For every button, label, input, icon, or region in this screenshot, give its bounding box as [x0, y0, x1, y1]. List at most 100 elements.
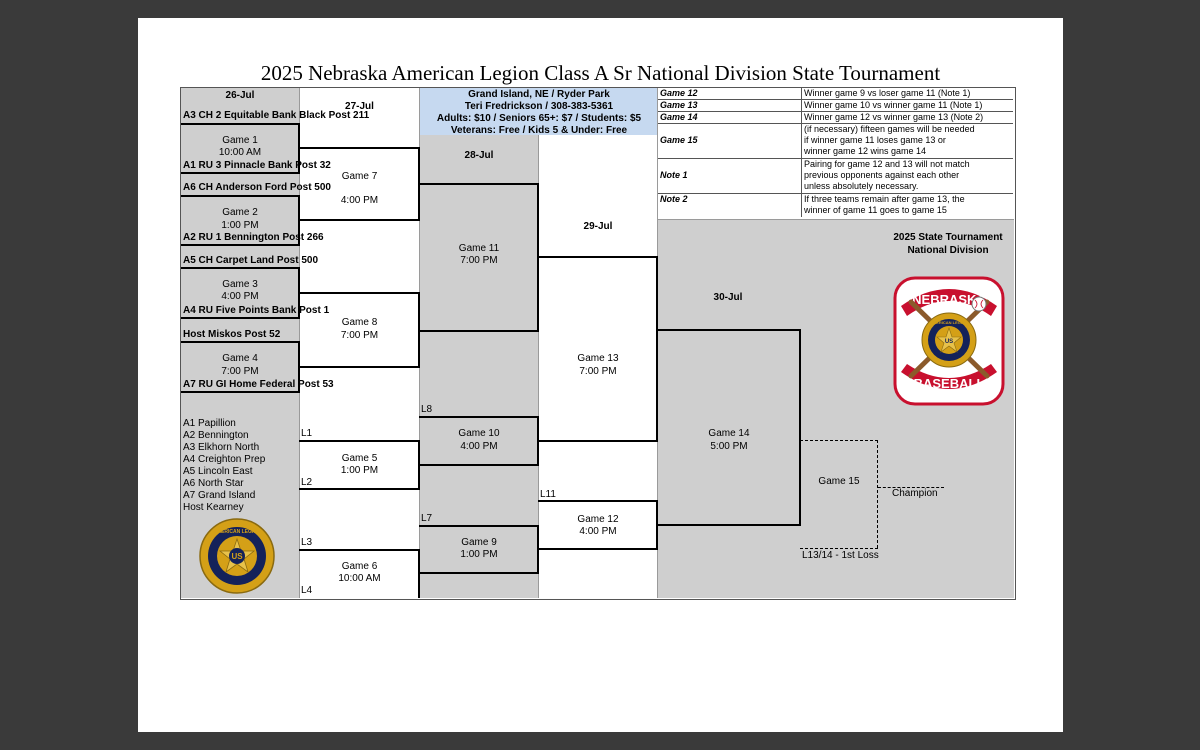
- note-label: Note 1: [660, 170, 688, 180]
- game-5-label: Game 5: [341, 453, 378, 464]
- note-text: winner of game 11 goes to game 15: [804, 205, 947, 215]
- game-8-time: 7:00 PM: [340, 330, 379, 341]
- note-text: Winner game 12 vs winner game 13 (Note 2…: [804, 112, 984, 122]
- date-jul-30: 30-Jul: [713, 292, 743, 303]
- team-a4-five-points: A4 RU Five Points Bank Post 1: [183, 305, 330, 316]
- game-12-label: Game 12: [577, 514, 619, 525]
- game-8-label: Game 8: [341, 317, 378, 328]
- loser-l3: L3: [301, 537, 313, 548]
- note-text: Winner game 10 vs winner game 11 (Note 1…: [804, 100, 983, 110]
- emblem-ring-text: AMERICAN LEGION: [213, 529, 261, 535]
- logo-panel-line-1: 2025 State Tournament: [893, 232, 1003, 243]
- american-legion-emblem: US AMERICAN LEGION: [198, 517, 276, 595]
- note-row: Game 15 (if necessary) fifteen games wil…: [658, 124, 1013, 159]
- game-9-time: 1:00 PM: [460, 549, 498, 560]
- nebraska-baseball-logo: NEBRASKA BASEBALL US AMERICAN LEGION: [893, 276, 1005, 406]
- column-jul27-bg: [299, 88, 420, 598]
- game-7-label: Game 7: [341, 171, 378, 182]
- note-row: Note 1 Pairing for game 12 and 13 will n…: [658, 159, 1013, 194]
- game-4-label: Game 4: [222, 353, 258, 364]
- game-6-label: Game 6: [341, 561, 378, 572]
- loser-l4: L4: [301, 585, 313, 596]
- note-text: unless absolutely necessary.: [804, 181, 919, 191]
- seed-item: A6 North Star: [183, 478, 244, 489]
- seed-item: A5 Lincoln East: [183, 466, 253, 477]
- team-a7-gi-home: A7 RU GI Home Federal Post 53: [183, 379, 334, 390]
- game-5-time: 1:00 PM: [340, 465, 379, 476]
- info-free-admission: Veterans: Free / Kids 5 & Under: Free: [450, 125, 628, 136]
- note-text: winner game 12 wins game 14: [804, 146, 927, 156]
- game-3-label: Game 3: [222, 279, 258, 290]
- note-text: if winner game 11 loses game 13 or: [804, 135, 946, 145]
- seed-list: A1 Papillion A2 Bennington A3 Elkhorn No…: [183, 418, 265, 514]
- seed-item: A2 Bennington: [183, 430, 249, 441]
- game-4-time: 7:00 PM: [221, 366, 259, 377]
- date-jul-29: 29-Jul: [583, 221, 613, 232]
- seed-item: A7 Grand Island: [183, 490, 256, 501]
- game-2-label: Game 2: [222, 207, 258, 218]
- team-a6-anderson: A6 CH Anderson Ford Post 500: [183, 182, 331, 193]
- game-11-label: Game 11: [458, 243, 500, 254]
- page-title: 2025 Nebraska American Legion Class A Sr…: [260, 61, 941, 85]
- note-row: Game 13 Winner game 10 vs winner game 11…: [658, 100, 1013, 112]
- game-9-label: Game 9: [461, 537, 497, 548]
- game-6-time: 10:00 AM: [338, 573, 381, 584]
- team-a5-carpet-land: A5 CH Carpet Land Post 500: [183, 255, 319, 266]
- team-host-miskos: Host Miskos Post 52: [183, 329, 281, 340]
- seed-item: A3 Elkhorn North: [183, 442, 260, 453]
- team-a2-bennington: A2 RU 1 Bennington Post 266: [183, 232, 324, 243]
- game-11-time: 7:00 PM: [460, 255, 498, 266]
- note-text: Winner game 9 vs loser game 11 (Note 1): [804, 88, 971, 98]
- note-label: Game 15: [660, 135, 698, 145]
- note-text: Pairing for game 12 and 13 will not matc…: [804, 159, 970, 169]
- game-14-label: Game 14: [708, 428, 750, 439]
- game-13-time: 7:00 PM: [579, 366, 617, 377]
- game-10-label: Game 10: [458, 428, 500, 439]
- bracket-frame: [180, 87, 1016, 600]
- team-a3-equitable: A3 CH 2 Equitable Bank Black Post 211: [183, 110, 370, 121]
- info-contact: Teri Fredrickson / 308-383-5361: [464, 101, 614, 112]
- note-text: (if necessary) fifteen games will be nee…: [804, 124, 975, 134]
- game-1-label: Game 1: [222, 135, 258, 146]
- note-text: previous opponents against each other: [804, 170, 960, 180]
- game-12-time: 4:00 PM: [579, 526, 617, 537]
- logo-panel-line-2: National Division: [907, 245, 989, 256]
- game-3-time: 4:00 PM: [221, 291, 259, 302]
- seed-item: A1 Papillion: [183, 418, 236, 429]
- logo-bottom-text: BASEBALL: [914, 376, 985, 391]
- game-7-time: 4:00 PM: [340, 195, 379, 206]
- emblem-center-text: US: [231, 552, 243, 561]
- info-location: Grand Island, NE / Ryder Park: [468, 89, 610, 100]
- date-jul-28: 28-Jul: [464, 150, 494, 161]
- game-15-label: Game 15: [818, 476, 860, 487]
- loser-l7: L7: [421, 513, 433, 524]
- loser-l2: L2: [301, 477, 313, 488]
- logo-ring-text: AMERICAN LEGION: [930, 320, 968, 325]
- note-label: Game 13: [660, 100, 698, 110]
- seed-item: A4 Creighton Prep: [183, 454, 266, 465]
- info-box: [420, 88, 658, 135]
- info-prices: Adults: $10 / Seniors 65+: $7 / Students…: [436, 113, 642, 124]
- date-jul-27: 27-Jul: [345, 101, 374, 112]
- game-14-time: 5:00 PM: [710, 441, 748, 452]
- seed-item: Host Kearney: [183, 502, 244, 513]
- note-text: If three teams remain after game 13, the: [804, 194, 965, 204]
- loser-l8: L8: [421, 404, 433, 415]
- team-a1-pinnacle: A1 RU 3 Pinnacle Bank Post 32: [183, 160, 331, 171]
- loser-l11: L11: [540, 489, 556, 500]
- notes-table: Game 12 Winner game 9 vs loser game 11 (…: [658, 88, 1013, 217]
- column-jul28-bg: [420, 135, 538, 598]
- game-2-time: 1:00 PM: [221, 220, 259, 231]
- note-label: Game 14: [660, 112, 698, 122]
- note-label: Game 12: [660, 88, 698, 98]
- note-label: Note 2: [660, 194, 688, 204]
- date-jul-26: 26-Jul: [225, 90, 255, 101]
- note-row: Game 14 Winner game 12 vs winner game 13…: [658, 112, 1013, 124]
- note-row: Note 2 If three teams remain after game …: [658, 194, 1013, 217]
- first-loss-label: L13/14 - 1st Loss: [802, 550, 879, 561]
- column-jul29-bg: [538, 135, 658, 598]
- logo-top-text: NEBRASKA: [912, 292, 986, 307]
- logo-emblem-center: US: [945, 339, 953, 345]
- game-10-time: 4:00 PM: [460, 441, 498, 452]
- game-1-time: 10:00 AM: [218, 147, 262, 158]
